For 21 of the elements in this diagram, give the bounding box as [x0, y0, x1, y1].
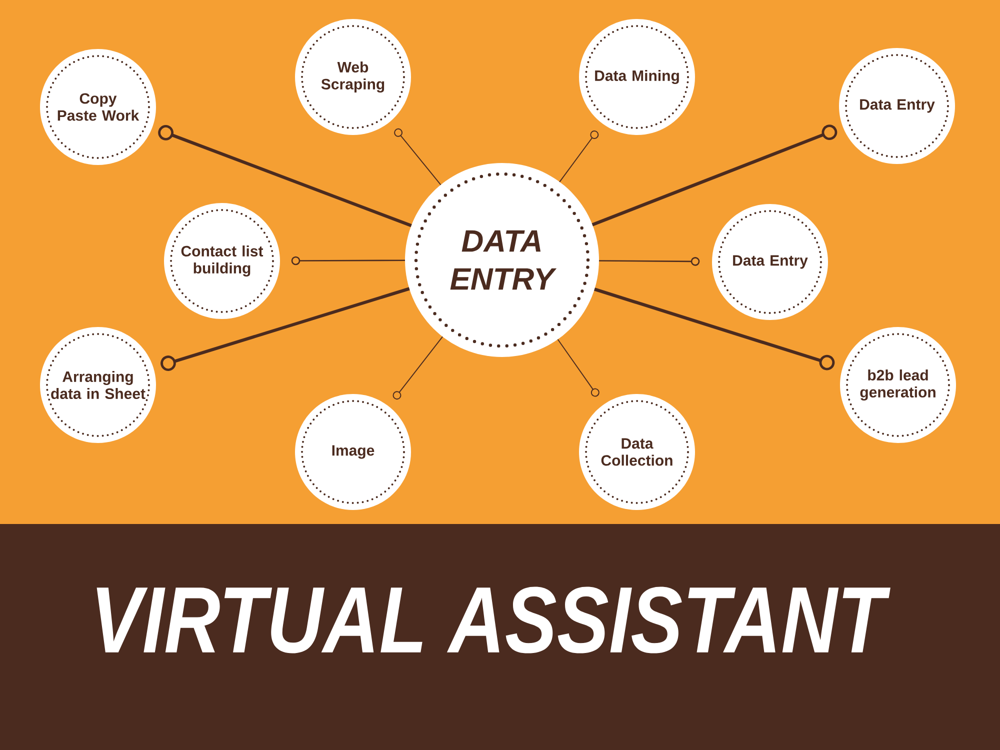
- circle-node: Data Entry: [712, 204, 828, 320]
- circle-node: Arranging data in Sheet: [40, 327, 156, 443]
- connector-line: [291, 256, 405, 266]
- circle-node: b2b lead generation: [840, 327, 956, 443]
- connector-line: [559, 130, 599, 182]
- connector-line: [557, 338, 600, 397]
- circle-node: Image: [295, 394, 411, 510]
- circle-node: Web Scraping: [295, 19, 411, 135]
- connector-line: [394, 128, 442, 186]
- circle-node: Data Collection: [579, 394, 695, 510]
- connector-line: [592, 124, 838, 226]
- connector-line: [392, 336, 444, 400]
- connector-line: [158, 124, 412, 228]
- connector-line: [160, 287, 410, 371]
- circle-node: Contact list building: [164, 203, 280, 319]
- circle-node: Copy Paste Work: [40, 49, 156, 165]
- connector-line: [594, 288, 835, 370]
- title: VIRTUAL ASSISTANT: [96, 586, 890, 654]
- circle-node: Data Entry: [839, 48, 955, 164]
- connector-line: [599, 257, 700, 266]
- circle-node: Data Mining: [579, 19, 695, 135]
